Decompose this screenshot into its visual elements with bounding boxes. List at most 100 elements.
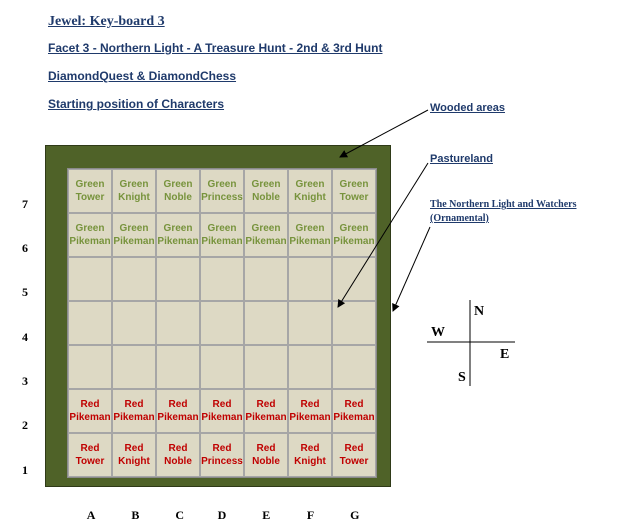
piece-name: Pikeman bbox=[201, 412, 243, 423]
northern-light-arrow bbox=[392, 226, 431, 312]
board-square-g3 bbox=[332, 345, 376, 389]
board-square-c3 bbox=[156, 345, 200, 389]
compass-north: N bbox=[474, 304, 485, 319]
piece-name: Knight bbox=[294, 192, 326, 203]
compass-south: S bbox=[458, 370, 466, 385]
board-square-e3 bbox=[244, 345, 288, 389]
piece-color: Green bbox=[119, 179, 149, 190]
board-square-d5 bbox=[200, 257, 244, 301]
piece-color: Green bbox=[295, 223, 325, 234]
piece-color: Green bbox=[339, 179, 369, 190]
rank-label-2: 2 bbox=[22, 418, 28, 433]
pastureland-arrow bbox=[337, 162, 429, 308]
piece-name: Princess bbox=[201, 456, 243, 467]
piece-name: Knight bbox=[118, 192, 150, 203]
board-square-f4 bbox=[288, 301, 332, 345]
rank-label-4: 4 bbox=[22, 329, 28, 344]
file-label-f: F bbox=[306, 508, 315, 522]
piece-name: Noble bbox=[164, 456, 192, 467]
rank-label-5: 5 bbox=[22, 285, 28, 300]
piece-color: Red bbox=[256, 443, 276, 454]
piece-color: Green bbox=[119, 223, 149, 234]
piece-name: Pikeman bbox=[113, 236, 155, 247]
piece-name: Pikeman bbox=[69, 236, 111, 247]
piece-color: Red bbox=[124, 399, 144, 410]
piece-color: Green bbox=[75, 223, 105, 234]
board-square-b4 bbox=[112, 301, 156, 345]
file-label-a: A bbox=[86, 508, 96, 522]
ornamental-label: (Ornamental) bbox=[430, 213, 489, 224]
piece-color: Green bbox=[251, 179, 281, 190]
piece-color: Green bbox=[163, 223, 193, 234]
piece-name: Tower bbox=[339, 192, 369, 203]
piece-name: Pikeman bbox=[157, 236, 199, 247]
file-label-b: B bbox=[131, 508, 140, 522]
piece-name: Knight bbox=[118, 456, 150, 467]
board-title: Jewel: Key-board 3 bbox=[48, 14, 165, 29]
piece-color: Green bbox=[339, 223, 369, 234]
board-square-a4 bbox=[68, 301, 112, 345]
board-square-e5 bbox=[244, 257, 288, 301]
piece-color: Red bbox=[212, 399, 232, 410]
piece-color: Green bbox=[207, 223, 237, 234]
piece-name: Noble bbox=[252, 456, 280, 467]
facet-subtitle: Facet 3 - Northern Light - A Treasure Hu… bbox=[48, 41, 383, 55]
board-square-a3 bbox=[68, 345, 112, 389]
piece-color: Red bbox=[168, 399, 188, 410]
board-square-f5 bbox=[288, 257, 332, 301]
piece-name: Tower bbox=[75, 192, 105, 203]
piece-color: Red bbox=[300, 443, 320, 454]
piece-name: Knight bbox=[294, 456, 326, 467]
piece-color: Red bbox=[344, 399, 364, 410]
rank-label-1: 1 bbox=[22, 462, 28, 477]
piece-color: Red bbox=[344, 443, 364, 454]
piece-name: Princess bbox=[201, 192, 243, 203]
piece-color: Red bbox=[168, 443, 188, 454]
board-square-d3 bbox=[200, 345, 244, 389]
piece-color: Green bbox=[295, 179, 325, 190]
piece-color: Red bbox=[212, 443, 232, 454]
piece-color: Red bbox=[80, 443, 100, 454]
piece-color: Green bbox=[75, 179, 105, 190]
piece-color: Green bbox=[251, 223, 281, 234]
piece-name: Pikeman bbox=[157, 412, 199, 423]
game-names: DiamondQuest & DiamondChess bbox=[48, 69, 237, 83]
piece-name: Tower bbox=[75, 456, 105, 467]
board-square-c4 bbox=[156, 301, 200, 345]
piece-name: Pikeman bbox=[333, 412, 375, 423]
piece-name: Noble bbox=[164, 192, 192, 203]
board-square-b3 bbox=[112, 345, 156, 389]
rank-label-7: 7 bbox=[22, 196, 28, 211]
piece-color: Red bbox=[256, 399, 276, 410]
file-label-g: G bbox=[350, 508, 360, 522]
compass-east: E bbox=[500, 347, 510, 362]
file-label-d: D bbox=[217, 508, 227, 522]
piece-color: Red bbox=[300, 399, 320, 410]
piece-name: Tower bbox=[339, 456, 369, 467]
piece-name: Pikeman bbox=[245, 412, 287, 423]
board-square-d4 bbox=[200, 301, 244, 345]
